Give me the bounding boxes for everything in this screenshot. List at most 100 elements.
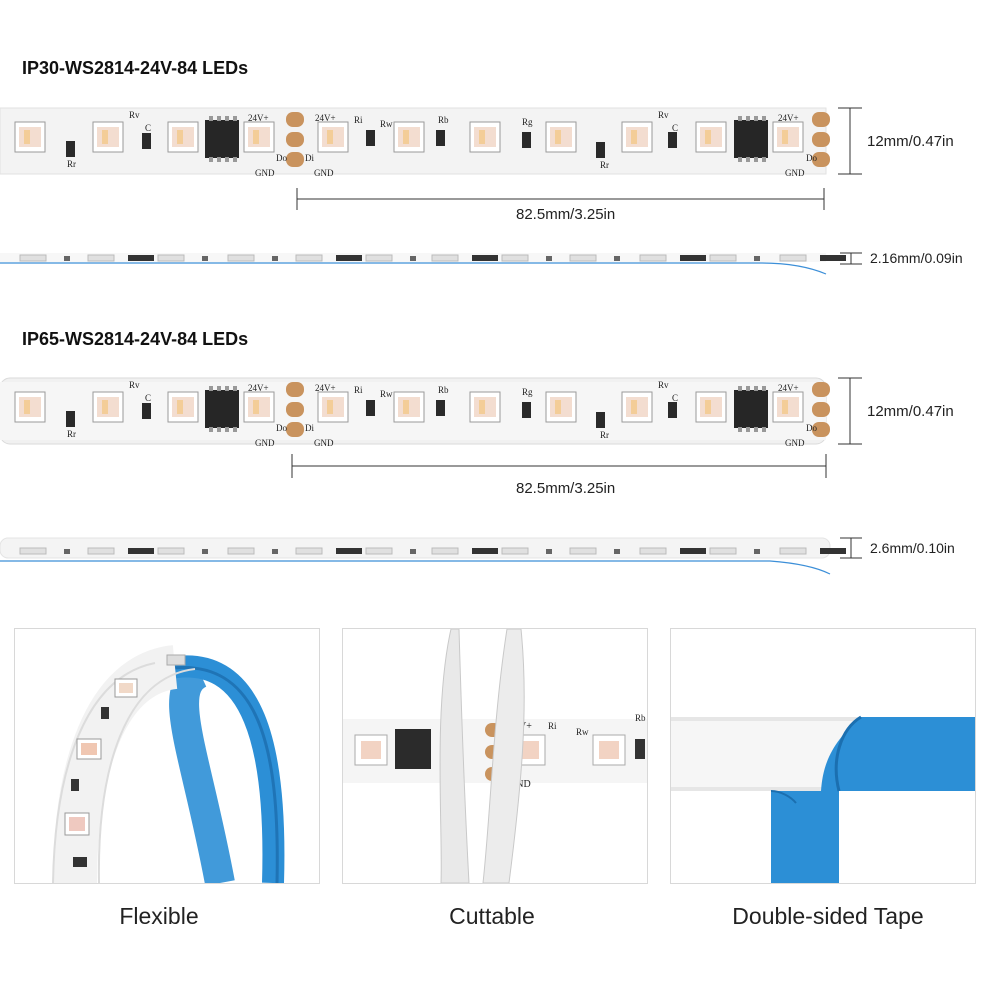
pcb-label-rw: Rw [380,389,393,399]
solder-pad [286,132,304,147]
resistor [366,400,375,416]
side-ic [472,255,498,261]
pcb-label-rv: Rv [129,380,140,390]
ic-pin [738,116,742,121]
driver-ic [734,390,768,428]
side-led [19,254,47,262]
side-resistor [202,256,208,261]
side-ic [820,255,846,261]
ic-pin [217,386,221,391]
side-resistor [754,256,760,261]
side-led [779,547,807,555]
ic-pin [225,116,229,121]
solder-pad [286,112,304,127]
side-led [709,254,737,262]
pcb-label-rw: Rw [380,119,393,129]
ip30-thickness-label: 2.16mm/0.09in [870,250,963,266]
resistor [142,133,151,149]
led-die [102,130,108,144]
pcb-label-ri: Ri [354,385,363,395]
flexible-caption: Flexible [119,903,199,929]
ip65-thickness-label: 2.6mm/0.10in [870,540,955,556]
resistor [366,130,375,146]
pcb-label-c: C [145,123,151,133]
ic-pin [233,386,237,391]
side-ic [680,255,706,261]
ic-pin [225,427,229,432]
side-ic [336,255,362,261]
resistor [596,412,605,428]
ic-pin [754,157,758,162]
pcb-label-24v: 24V+ [778,113,799,123]
resistor [522,402,531,418]
side-led [779,254,807,262]
ip30-side-components [19,254,846,262]
led-die [479,130,485,144]
led-die [177,130,183,144]
pcb-label-do: Do [276,423,287,433]
ic-pin [738,386,742,391]
led-die [555,130,561,144]
side-led [709,547,737,555]
side-resistor [202,549,208,554]
side-resistor [272,549,278,554]
ic-pin [225,157,229,162]
solder-pad [812,422,830,437]
pcb-label-rr: Rr [600,430,609,440]
driver-ic [734,120,768,158]
pcb-label-gnd: GND [785,438,805,448]
pcb-label-24v: 24V+ [248,113,269,123]
pcb-label-rb: Rb [438,385,449,395]
side-resistor [546,256,552,261]
led-die [327,400,333,414]
solder-pad [286,152,304,167]
side-resistor [614,256,620,261]
solder-pad [286,422,304,437]
pcb-label-rr: Rr [67,159,76,169]
resistor [142,403,151,419]
solder-pad [286,382,304,397]
pcb-label-rg: Rg [522,387,533,397]
side-led [431,254,459,262]
ic-pin [217,157,221,162]
side-ic [128,548,154,554]
cuttable-rb-label: Rb [635,713,646,723]
pcb-label-c: C [672,123,678,133]
ic-pin [738,427,742,432]
led-die [631,400,637,414]
led-die [253,400,259,414]
side-led [569,254,597,262]
side-led [431,547,459,555]
pcb-label-do: Do [806,423,817,433]
ic-pin [746,427,750,432]
ic-pin [738,157,742,162]
led-die [24,130,30,144]
ip65-side-components [19,547,846,555]
side-resistor [546,549,552,554]
led-die [24,400,30,414]
ic-pin [217,427,221,432]
side-led [569,547,597,555]
ic-pin [762,157,766,162]
pcb-label-gnd: GND [785,168,805,178]
solder-pad [812,382,830,397]
led-die [555,400,561,414]
side-ic [472,548,498,554]
solder-pad [812,132,830,147]
side-resistor [64,549,70,554]
led-die [705,400,711,414]
solder-pad [812,402,830,417]
ic-pin [233,157,237,162]
ic-pin [233,116,237,121]
ic-pin [746,386,750,391]
led-die [705,130,711,144]
side-led [87,547,115,555]
side-led [157,254,185,262]
pcb-label-rv: Rv [658,110,669,120]
driver-ic [205,120,239,158]
ic-pin [754,386,758,391]
cuttable-panel: 24V+ GND Di Ri Rw Rb [342,628,648,884]
